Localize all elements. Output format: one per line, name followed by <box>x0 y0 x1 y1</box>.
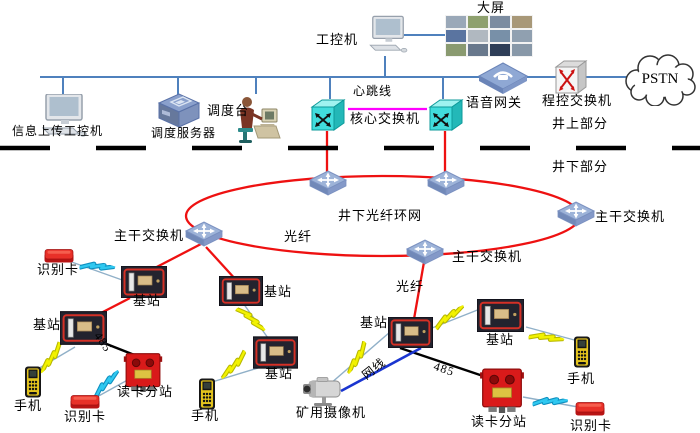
big-screen-icon <box>445 15 533 57</box>
label-base-station-4: 基站 <box>265 366 294 381</box>
label-fiber-ring: 井下光纤环网 <box>338 208 423 223</box>
pbx-icon <box>555 60 587 94</box>
label-card-reader-2: 读卡分站 <box>471 414 528 429</box>
mine-camera-icon <box>303 377 341 407</box>
label-card-reader-1: 读卡分站 <box>117 384 174 399</box>
label-dispatch-console: 调度台 <box>207 103 250 118</box>
base-station-4-icon <box>253 336 298 369</box>
industrial-pc-icon <box>369 15 408 53</box>
core-switch-2-icon <box>429 99 463 131</box>
label-pstn: PSTN <box>641 71 679 87</box>
label-base-station-2: 基站 <box>33 317 62 332</box>
bolt-bs5-bs6 <box>432 305 468 329</box>
label-phone-3: 手机 <box>567 371 596 386</box>
surface-bus-lines <box>40 34 627 99</box>
dispatch-server-icon <box>158 93 200 128</box>
label-below-ground: 井下部分 <box>552 159 609 174</box>
label-backbone-switch-right: 主干交换机 <box>595 209 666 224</box>
label-id-card-1: 识别卡 <box>37 262 80 277</box>
base-station-5-icon <box>388 317 433 348</box>
ring-switch-top-right-icon <box>427 170 465 196</box>
backbone-switch-bottom-icon <box>406 239 444 265</box>
base-station-6-icon <box>477 299 524 332</box>
label-dispatch-server: 调度服务器 <box>151 126 217 140</box>
label-fiber-1: 光纤 <box>284 229 313 244</box>
bolt-bs3-bs4 <box>236 302 265 337</box>
id-card-2-icon <box>70 395 100 409</box>
label-big-screen: 大屏 <box>477 0 506 15</box>
label-mine-camera: 矿用摄像机 <box>296 405 367 420</box>
label-base-station-1: 基站 <box>133 293 162 308</box>
phone-1-icon <box>24 366 42 398</box>
ring-switch-top-left-icon <box>309 170 347 196</box>
label-backbone-switch-left: 主干交换机 <box>114 228 185 243</box>
network-cable-link <box>340 346 422 393</box>
label-backbone-switch-bottom: 主干交换机 <box>452 249 523 264</box>
fiber-links <box>98 131 582 320</box>
label-phone-1: 手机 <box>14 398 43 413</box>
label-info-upload-pc: 信息上传工控机 <box>12 124 104 138</box>
phone-3-icon <box>573 336 591 368</box>
card-reader-2-icon <box>479 368 525 413</box>
label-id-card-2: 识别卡 <box>64 409 107 424</box>
label-above-ground: 井上部分 <box>552 116 609 131</box>
label-base-station-3: 基站 <box>264 284 293 299</box>
bolt-idcard-bs1 <box>79 256 115 278</box>
label-pbx: 程控交换机 <box>542 93 613 108</box>
label-industrial-pc: 工控机 <box>316 32 359 47</box>
label-base-station-6: 基站 <box>486 332 515 347</box>
label-fiber-2: 光纤 <box>396 279 425 294</box>
label-voice-gateway: 语音网关 <box>466 95 523 110</box>
label-heartbeat-line: 心跳线 <box>353 84 393 98</box>
base-station-3-icon <box>219 276 263 306</box>
label-core-switch: 核心交换机 <box>350 111 421 126</box>
label-phone-2: 手机 <box>191 408 220 423</box>
label-id-card-3: 识别卡 <box>570 418 613 433</box>
id-card-1-icon <box>44 249 74 263</box>
backbone-switch-right-icon <box>557 201 595 227</box>
core-switch-1-icon <box>311 99 345 131</box>
label-base-station-5: 基站 <box>360 315 389 330</box>
id-card-3-icon <box>575 402 605 416</box>
bolt-idcard3-reader2 <box>532 393 568 412</box>
phone-2-icon <box>198 378 216 410</box>
voice-gateway-icon <box>477 61 529 95</box>
